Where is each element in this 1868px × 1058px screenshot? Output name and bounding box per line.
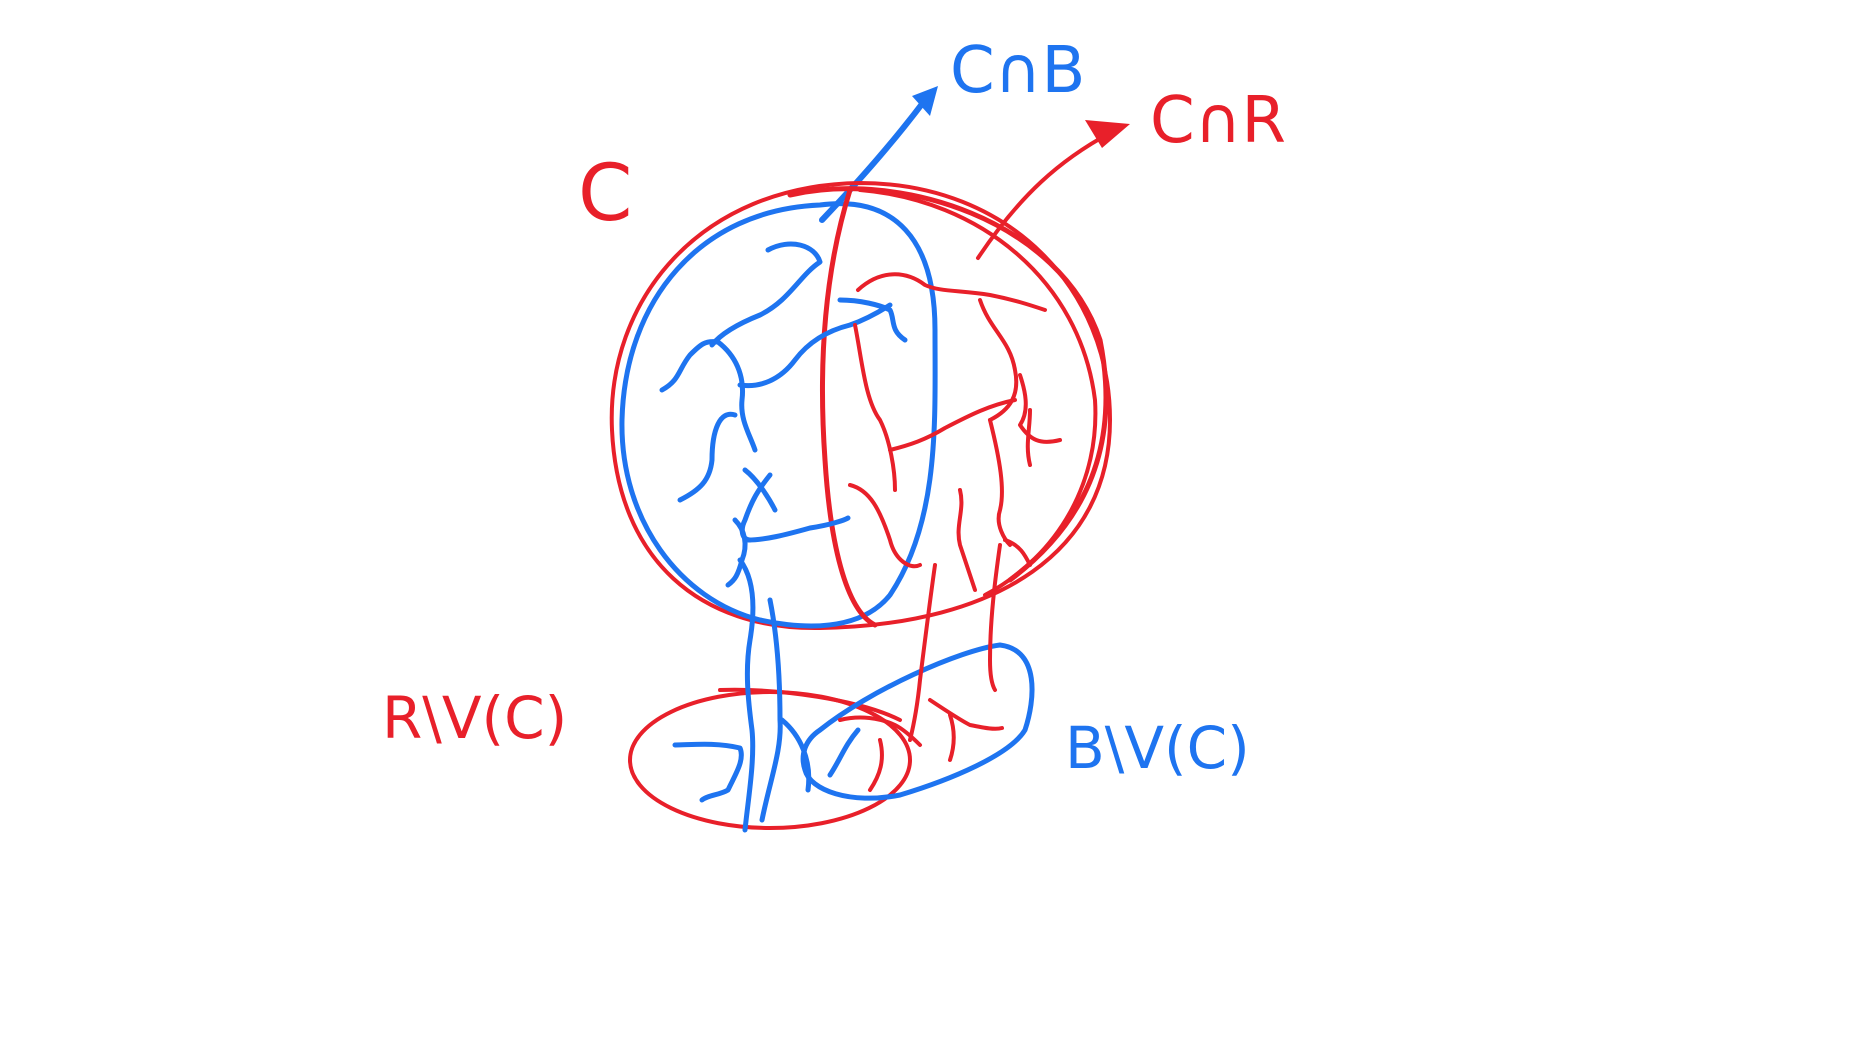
circle-c: [609, 181, 1112, 631]
label-c-cap-b: C∩B: [950, 34, 1085, 108]
region-b-minus-vc: [800, 642, 1035, 801]
label-r-minus-vc: R\V(C): [382, 684, 567, 752]
region-c-cap-r-boundary: [819, 187, 878, 628]
region-r-minus-vc: [628, 690, 912, 830]
label-c-cap-r: C∩R: [1150, 84, 1286, 158]
blue-veins: [659, 241, 908, 588]
blue-connectors: [672, 557, 861, 833]
label-c: C: [578, 149, 632, 239]
label-b-minus-vc: B\V(C): [1065, 714, 1250, 782]
red-veins: [848, 272, 1062, 592]
arrow-c-cap-r: [976, 120, 1130, 260]
red-connectors: [838, 543, 1004, 792]
region-r-minus-vc-overlap: [718, 687, 902, 722]
region-c-cap-b: [619, 201, 938, 629]
